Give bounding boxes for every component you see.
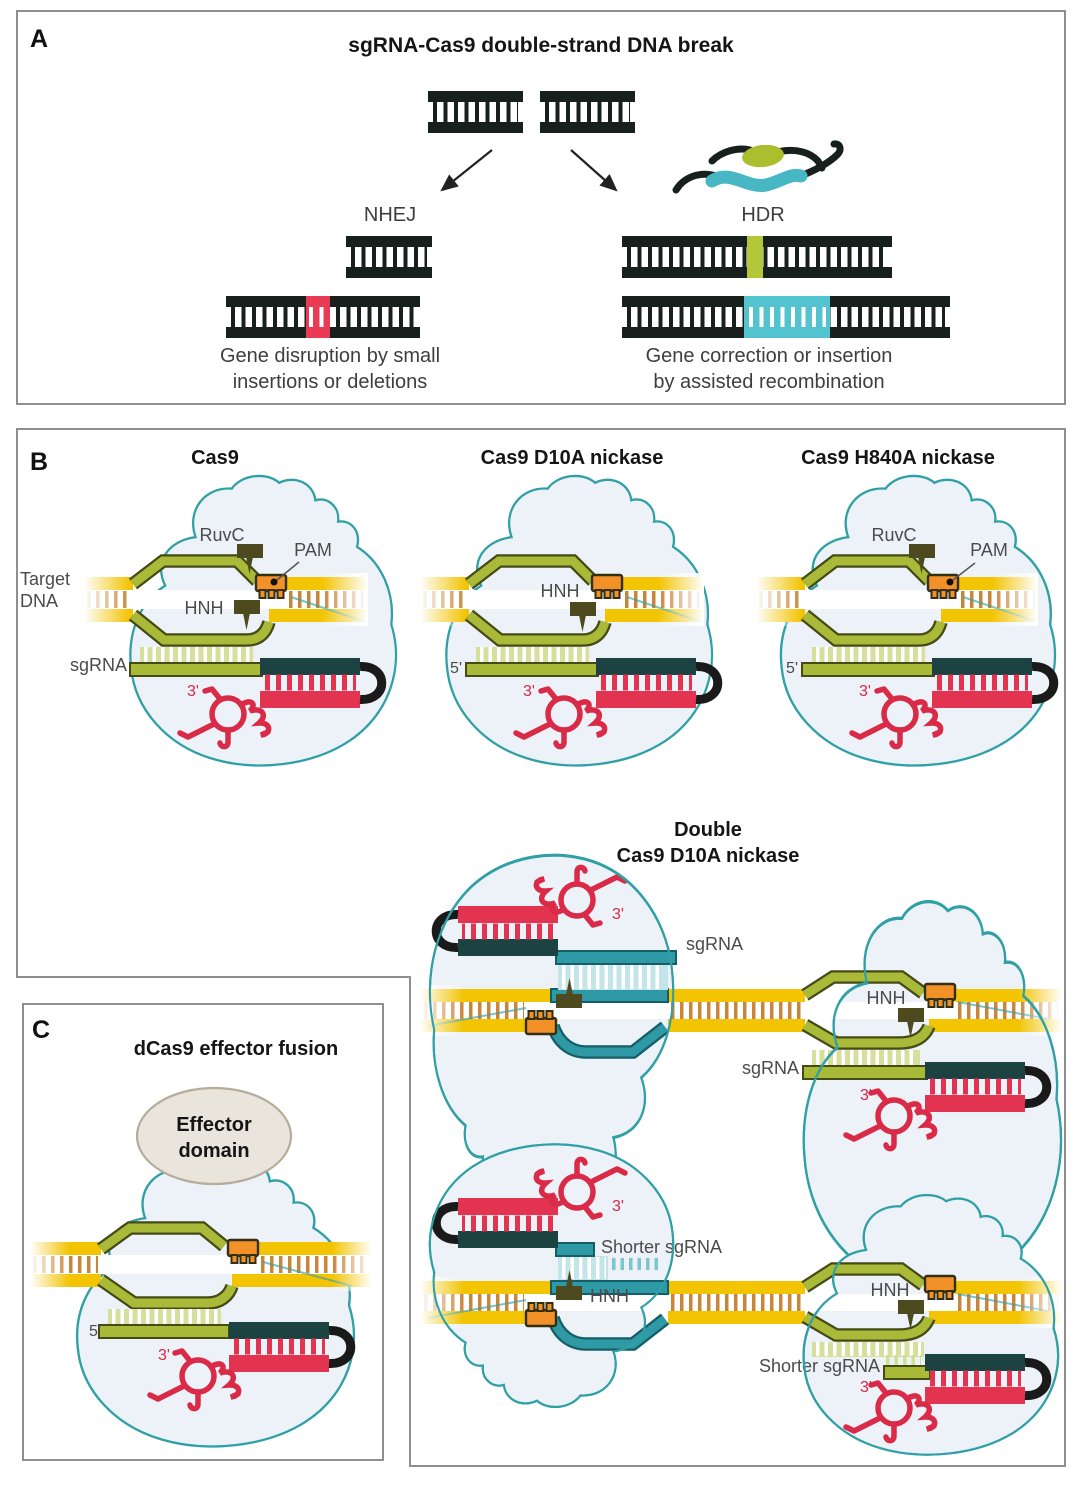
nickase-complex-double1-right: HNH sgRNA 3' xyxy=(742,970,1047,1149)
hdr-result-dna xyxy=(622,296,950,338)
fig2-title: Cas9 D10A nickase xyxy=(481,447,664,469)
double-title-2: Cas9 D10A nickase xyxy=(617,845,800,867)
target-dna-band-double2 xyxy=(420,1281,1062,1324)
hdr-caption-2: by assisted recombination xyxy=(653,371,884,393)
panel-a-letter: A xyxy=(30,25,48,53)
panel-a: A sgRNA-Cas9 double-strand DNA break NHE… xyxy=(30,25,950,393)
inverted-nickase-complex-double1-left: sgRNA 3' xyxy=(436,867,743,1059)
pam-label-fig3: PAM xyxy=(970,540,1008,560)
three-prime-double2-left: 3' xyxy=(612,1198,624,1215)
panel-b: B Cas9 Cas9 D10A nickase Cas9 H840A nick… xyxy=(20,447,1063,1456)
effector-label-1: Effector xyxy=(176,1114,252,1136)
teal-insertion-insert xyxy=(744,296,830,338)
arrow-to-hdr xyxy=(570,149,618,192)
hdr-label: HDR xyxy=(741,204,784,226)
nhej-result-dna xyxy=(226,296,420,338)
sgrna-bar xyxy=(555,950,677,965)
sgrna-label-double1-left: sgRNA xyxy=(686,934,743,954)
three-prime-fig3: 3' xyxy=(859,683,871,700)
shorter-sgrna-bar xyxy=(883,1365,931,1380)
pam-fig2 xyxy=(590,573,624,600)
effector-domain: Effector domain xyxy=(135,1086,293,1186)
ruvc-label-fig1: RuvC xyxy=(199,525,244,545)
three-prime-double1-left: 3' xyxy=(612,906,624,923)
sgrna-bar xyxy=(801,662,935,677)
panel-c-letter: C xyxy=(32,1016,50,1044)
pam-c xyxy=(226,1238,260,1265)
double-title-1: Double xyxy=(674,819,742,841)
nhej-caption-1: Gene disruption by small xyxy=(220,345,440,367)
fig3-title: Cas9 H840A nickase xyxy=(801,447,995,469)
sgrna-label-double1-right: sgRNA xyxy=(742,1058,799,1078)
pam-fig3 xyxy=(926,573,960,600)
hdr-caption-1: Gene correction or insertion xyxy=(646,345,893,367)
sgrna-bar xyxy=(465,662,599,677)
donor-template-icon xyxy=(672,140,844,194)
rna-dna-hybrid-short xyxy=(558,1256,608,1280)
sgrna-bar xyxy=(129,662,263,677)
pam-double1-left xyxy=(524,1009,558,1036)
dcas9-complex: 5' 3' xyxy=(89,1221,351,1409)
green-correction-insert xyxy=(747,236,763,278)
three-prime-fig2: 3' xyxy=(523,683,535,700)
pam-double2-left xyxy=(524,1301,558,1328)
target-dna-label-2: DNA xyxy=(20,591,58,611)
three-prime-double2-right: 3' xyxy=(860,1379,872,1396)
nhej-caption-2: insertions or deletions xyxy=(233,371,428,393)
nhej-dna xyxy=(346,236,432,278)
cas9-h840a-complex-fig3: RuvC PAM 5' 3' xyxy=(786,525,1054,747)
hdr-dna-with-correction xyxy=(622,236,892,278)
target-dna-band-double1 xyxy=(420,989,1062,1032)
three-prime-c: 3' xyxy=(158,1347,170,1364)
pam-double1-right xyxy=(923,982,957,1009)
shorter-sgrna-bar xyxy=(555,1242,595,1257)
broken-dna-fragment-left xyxy=(428,91,523,133)
hnh-label-double1-right: HNH xyxy=(867,988,906,1008)
panel-a-title: sgRNA-Cas9 double-strand DNA break xyxy=(348,34,734,57)
hnh-label-fig2: HNH xyxy=(541,581,580,601)
target-dna-label-1: Target xyxy=(20,569,70,589)
ruvc-label-fig3: RuvC xyxy=(871,525,916,545)
three-prime-fig1: 3' xyxy=(187,683,199,700)
pam-label-fig1: PAM xyxy=(294,540,332,560)
nickase-complex-double2-right: HNH Shorter sgRNA 3' xyxy=(759,1262,1047,1441)
panel-b-letter: B xyxy=(30,448,48,476)
cas9-complex-fig1: Target DNA RuvC PAM HNH sgRNA 3' xyxy=(20,525,382,747)
shorter-sgrna-label-right: Shorter sgRNA xyxy=(759,1356,880,1376)
panel-a-box xyxy=(16,10,1066,405)
cas9-d10a-complex-fig2: HNH 5' 3' xyxy=(450,554,718,747)
arrow-to-nhej xyxy=(440,149,493,192)
pam-fig1 xyxy=(254,573,288,600)
effector-label-2: domain xyxy=(178,1140,249,1162)
panel-c: C dCas9 effector fusion 5' 3' Effector d… xyxy=(30,1016,372,1448)
pam-double2-right xyxy=(923,1274,957,1301)
five-prime-c: 5' xyxy=(89,1323,101,1340)
hnh-label-fig1: HNH xyxy=(185,598,224,618)
sgrna-label-fig1: sgRNA xyxy=(70,655,127,675)
five-prime-fig2: 5' xyxy=(450,660,462,677)
shorter-sgrna-label-left: Shorter sgRNA xyxy=(601,1237,722,1257)
broken-dna-fragment-right xyxy=(540,91,635,133)
sgrna-bar xyxy=(98,1324,230,1339)
five-prime-fig3: 5' xyxy=(786,660,798,677)
inverted-nickase-complex-double2-left: Shorter sgRNA HNH 3' xyxy=(436,1159,722,1351)
three-prime-double1-right: 3' xyxy=(860,1087,872,1104)
hnh-label-double2-left: HNH xyxy=(590,1286,629,1306)
panel-c-title: dCas9 effector fusion xyxy=(134,1038,338,1060)
fig1-title: Cas9 xyxy=(191,447,239,469)
nhej-label: NHEJ xyxy=(364,204,416,226)
hnh-label-double2-right: HNH xyxy=(871,1280,910,1300)
